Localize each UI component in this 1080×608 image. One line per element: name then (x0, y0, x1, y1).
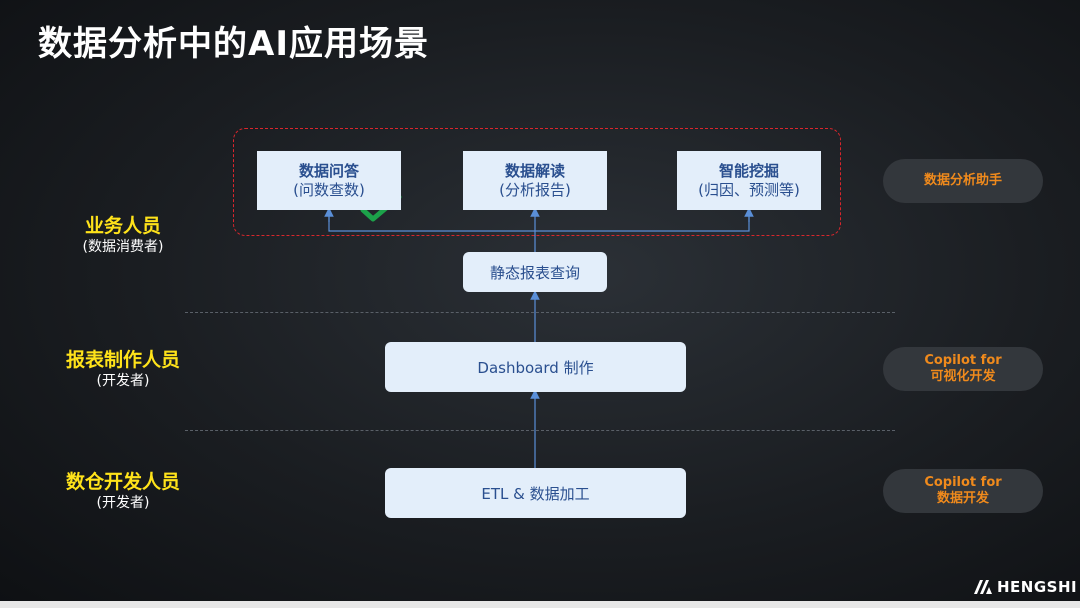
data-qa-title: 数据问答 (298, 161, 359, 180)
role-dw-dev: 数仓开发人员 (开发者) (33, 470, 213, 512)
data-interpret-title: 数据解读 (504, 161, 565, 180)
role-report-maker-sub: (开发者) (96, 373, 150, 389)
data-qa-sub: (问数查数) (293, 180, 365, 199)
dashboard-label: Dashboard 制作 (477, 358, 594, 377)
pill-copilot-data: Copilot for 数据开发 (883, 469, 1043, 513)
smart-mining-title: 智能挖掘 (718, 161, 779, 180)
data-qa-box: 数据问答 (问数查数) (257, 151, 401, 210)
static-report-box: 静态报表查询 (463, 252, 607, 292)
hengshi-logo-icon (974, 580, 992, 594)
pill-copilot-viz-line1: Copilot for (924, 353, 1002, 368)
role-report-maker-name: 报表制作人员 (65, 349, 180, 371)
role-business-sub: (数据消费者) (82, 239, 164, 255)
hengshi-logo: HENGSHI (974, 578, 1077, 596)
role-dw-dev-name: 数仓开发人员 (65, 471, 180, 493)
pill-copilot-data-line2: 数据开发 (936, 491, 989, 506)
bottom-bar (0, 601, 1080, 608)
page-title: 数据分析中的AI应用场景 (38, 24, 429, 64)
role-report-maker: 报表制作人员 (开发者) (33, 348, 213, 390)
logo-text: HENGSHI (997, 578, 1078, 596)
smart-mining-sub: (归因、预测等) (698, 180, 800, 199)
smart-mining-box: 智能挖掘 (归因、预测等) (677, 151, 821, 210)
role-dw-dev-sub: (开发者) (96, 495, 150, 511)
pill-analysis-assistant-label: 数据分析助手 (923, 173, 1002, 188)
static-report-label: 静态报表查询 (489, 263, 580, 282)
pill-copilot-viz: Copilot for 可视化开发 (883, 347, 1043, 391)
data-interpret-sub: (分析报告) (499, 180, 571, 199)
pill-copilot-viz-line2: 可视化开发 (930, 369, 996, 384)
dashboard-box: Dashboard 制作 (385, 342, 686, 392)
pill-copilot-data-line1: Copilot for (924, 475, 1002, 490)
separator-2 (185, 430, 895, 431)
ai-scenarios-group (233, 128, 841, 236)
data-interpret-box: 数据解读 (分析报告) (463, 151, 607, 210)
bracket-line (328, 213, 750, 232)
pill-analysis-assistant: 数据分析助手 (883, 159, 1043, 203)
etl-box: ETL & 数据加工 (385, 468, 686, 518)
etl-label: ETL & 数据加工 (481, 484, 590, 503)
role-business: 业务人员 (数据消费者) (33, 214, 213, 256)
separator-1 (185, 312, 895, 313)
role-business-name: 业务人员 (84, 215, 161, 237)
